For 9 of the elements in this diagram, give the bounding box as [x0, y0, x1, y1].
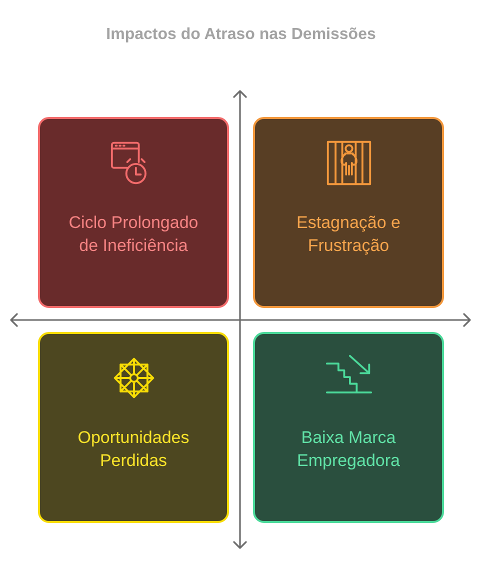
card-label: Baixa Marca Empregadora: [296, 427, 401, 472]
card-label: Ciclo Prolongado de Ineficiência: [68, 212, 200, 257]
card-label: Estagnação e Frustração: [296, 212, 402, 257]
quadrant-card: [253, 117, 444, 308]
diagram-title: Impactos do Atraso nas Demissões: [106, 26, 376, 43]
quadrant-card: [38, 332, 229, 523]
card-label: Oportunidades Perdidas: [76, 427, 190, 472]
quadrant-card: [38, 117, 229, 308]
quadrant-card: [253, 332, 444, 523]
